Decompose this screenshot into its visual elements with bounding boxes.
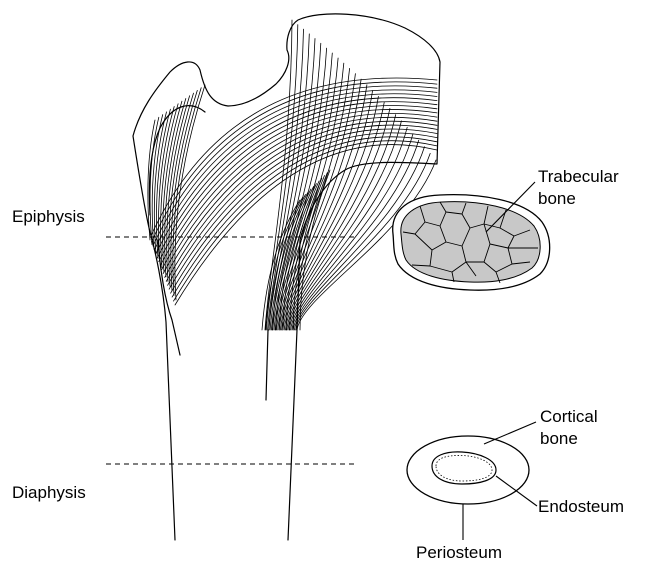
- trabecular-line: [148, 120, 155, 240]
- label-trabecular-line2: bone: [538, 189, 576, 208]
- femur-illustration: [133, 14, 440, 540]
- label-trabecular-line1: Trabecular: [538, 167, 619, 186]
- label-periosteum: Periosteum: [416, 543, 502, 562]
- cortical-cross-section: [407, 436, 529, 504]
- label-diaphysis: Diaphysis: [12, 483, 86, 502]
- trabecular-cross-section: [393, 195, 550, 291]
- medullary-line-right: [266, 330, 268, 400]
- trabecular-line: [273, 48, 327, 330]
- cortical-leader: [484, 422, 536, 444]
- label-epiphysis: Epiphysis: [12, 207, 85, 226]
- label-endosteum: Endosteum: [538, 497, 624, 516]
- trabecular-lines-head: [265, 20, 436, 330]
- label-cortical-line2: bone: [540, 429, 578, 448]
- trabecular-lines-trochanter: [148, 85, 205, 300]
- label-cortical-line1: Cortical: [540, 407, 598, 426]
